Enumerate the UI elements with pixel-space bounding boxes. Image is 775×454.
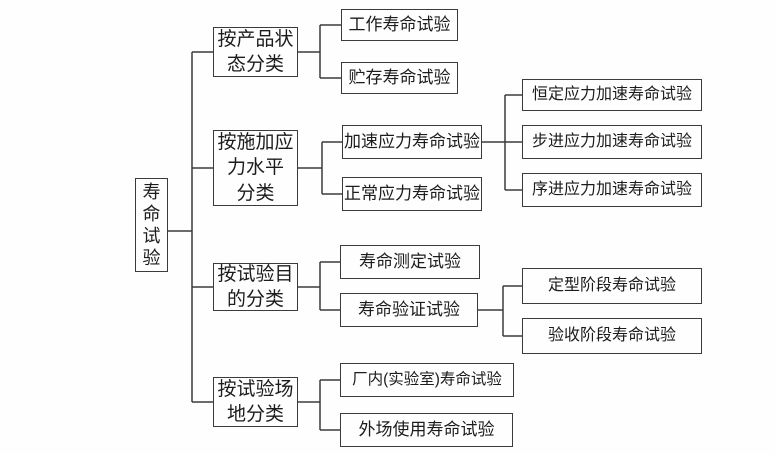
node-field-use-life-test: 外场使用寿命试验 (340, 413, 513, 447)
category-test-purpose: 按试验目 的分类 (213, 263, 298, 311)
node-life-verification-test: 寿命验证试验 (340, 293, 478, 327)
category-stress-level: 按施加应 力水平 分类 (213, 130, 298, 206)
node-storage-life-test: 贮存寿命试验 (341, 62, 458, 94)
node-in-plant-lab-life-test: 厂内(实验室)寿命试验 (340, 363, 514, 397)
node-finalization-stage-life-test: 定型阶段寿命试验 (522, 268, 702, 304)
node-life-determination-test: 寿命测定试验 (340, 245, 480, 279)
root-node-life-test: 寿命试验 (135, 178, 168, 272)
node-acceptance-stage-life-test: 验收阶段寿命试验 (522, 318, 702, 354)
node-progressive-stress-accelerated-life-test: 序进应力加速寿命试验 (522, 173, 702, 207)
node-working-life-test: 工作寿命试验 (341, 9, 458, 41)
node-normal-stress-life-test: 正常应力寿命试验 (342, 177, 482, 211)
node-constant-stress-accelerated-life-test: 恒定应力加速寿命试验 (522, 79, 702, 111)
category-test-site: 按试验场 地分类 (213, 377, 298, 427)
category-product-state: 按产品状 态分类 (213, 27, 298, 77)
node-step-stress-accelerated-life-test: 步进应力加速寿命试验 (522, 125, 702, 159)
node-accelerated-stress-life-test: 加速应力寿命试验 (342, 125, 482, 159)
